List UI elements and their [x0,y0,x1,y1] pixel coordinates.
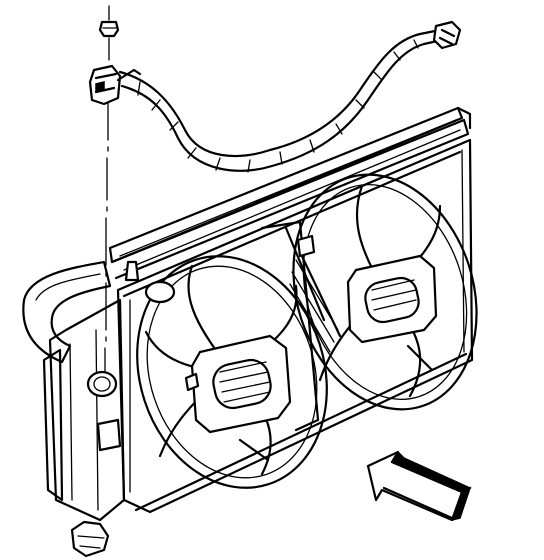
alignment-guide-line [104,5,110,396]
harness-clip [88,64,142,106]
left-fan-motor [190,334,292,434]
shroud-braces [238,220,434,462]
right-fan-motor [346,254,438,344]
radiator-side-tank [42,298,126,522]
arrow-icon [366,450,472,522]
filler-neck [86,370,118,398]
wiring-harness [118,20,462,173]
clip-nut [98,20,120,38]
drain-plug [70,520,110,558]
radiator-top-tank [108,106,472,280]
mounting-fittings [96,234,316,452]
inlet-hose [22,260,112,364]
